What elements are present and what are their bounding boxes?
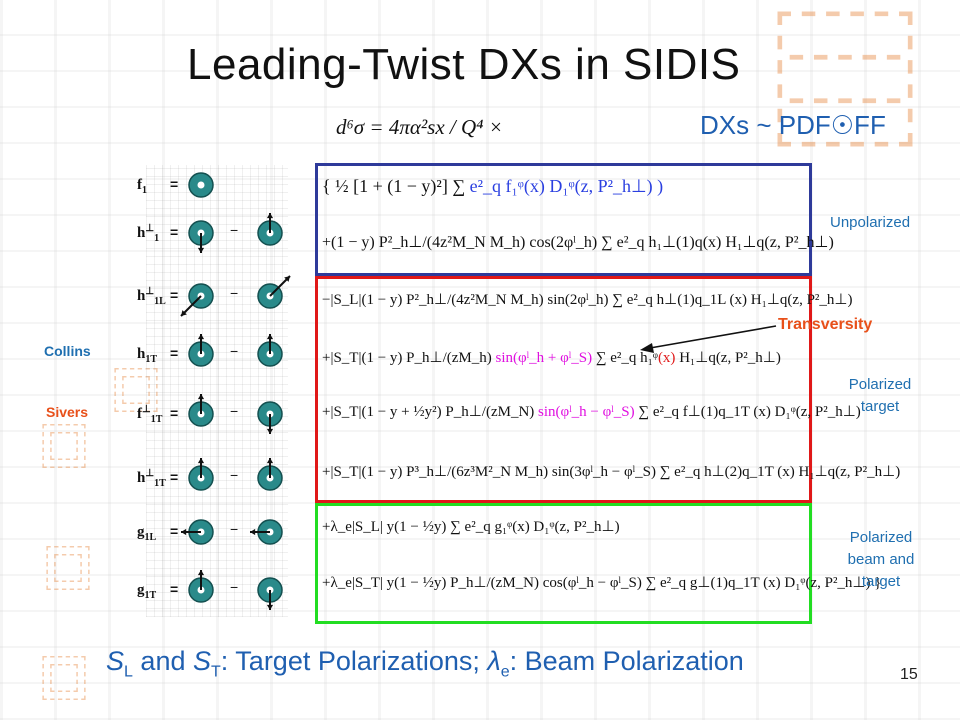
unpolarized-label: Unpolarized [830, 214, 911, 231]
spin-diagram-left-1 [188, 220, 214, 253]
distribution-function-label: h1T [137, 346, 158, 365]
minus-sign: − [230, 343, 239, 359]
distribution-function-label: h⊥1L [137, 286, 166, 307]
calligraphy-stamp-left-3: ⿴ [44, 542, 93, 598]
transversity-x: (x) [657, 350, 676, 366]
collins-label: Collins [44, 343, 91, 359]
spin-diagram-right-2 [257, 275, 291, 309]
equation-beam-1: +λ_e|S_L| y(1 − ½y) ∑ e²_q g₁ᵠ(x) D₁ᵠ(z,… [322, 519, 620, 535]
spin-diagram-right-4 [257, 401, 283, 434]
equation-polarized-1: −|S_L|(1 − y) P²_h⊥/(4z²M_N M_h) sin(2φˡ… [322, 292, 853, 308]
calligraphy-stamp-left-1: ⿴ [112, 364, 161, 420]
minus-sign: − [230, 579, 239, 595]
cross-section-formula: d⁶σ = 4πα²sx / Q⁴ × [336, 115, 503, 139]
equals-sign: = [170, 405, 179, 421]
spin-diagram-right-6 [250, 519, 283, 545]
equation-beam-2: +λ_e|S_T| y(1 − ½y) P_h⊥/(zM_N) cos(φˡ_h… [322, 575, 882, 591]
slide-subtitle: DXs ~ PDF☉FF [700, 110, 886, 140]
equals-sign: = [170, 176, 179, 192]
calligraphy-stamp-left-4: ⿴ [40, 652, 89, 708]
equals-sign: = [170, 581, 179, 597]
equation-polarized-2: +|S_T|(1 − y) P_h⊥/(zM_h) sin(φˡ_h + φˡ_… [322, 350, 781, 366]
equals-sign: = [170, 469, 179, 485]
sivers-label: Sivers [46, 404, 89, 420]
equation-polarized-3: +|S_T|(1 − y + ½y²) P_h⊥/(zM_N) sin(φˡ_h… [322, 404, 861, 420]
sivers-angle-term: sin(φˡ_h − φˡ_S) [538, 404, 635, 420]
spin-diagram-left-7 [188, 570, 214, 603]
equals-sign: = [170, 523, 179, 539]
collins-angle-term: sin(φˡ_h + φˡ_S) [495, 350, 593, 366]
distribution-function-label: f1 [137, 177, 147, 196]
f1-term: e²_q f₁ᵠ(x) D₁ᵠ(z, P²_h⊥) ) [465, 176, 664, 196]
polarization-legend: SL and ST: Target Polarizations; λe: Bea… [106, 646, 744, 681]
equals-sign: = [170, 345, 179, 361]
minus-sign: − [230, 222, 239, 238]
minus-sign: − [230, 467, 239, 483]
spin-diagram-left-6 [181, 519, 214, 545]
spin-diagram-left-4 [188, 394, 214, 427]
polarized-beam-target-box [315, 503, 812, 624]
distribution-function-label: f⊥1T [137, 404, 163, 425]
minus-sign: − [230, 403, 239, 419]
polarized-target-box [315, 276, 812, 503]
page-number: 15 [900, 666, 918, 683]
distribution-function-label: h⊥1T [137, 468, 166, 489]
spin-diagram-left-5 [188, 458, 214, 491]
transversity-label: Transversity [778, 316, 873, 333]
distribution-function-label: h⊥1 [137, 223, 160, 244]
distribution-function-label: g1L [137, 524, 157, 543]
unpolarized-box [315, 163, 812, 276]
calligraphy-decoration-right: ⿳ [770, 0, 921, 172]
spin-diagram-left-2 [180, 283, 214, 317]
equation-unpolarized-1: { ½ [1 + (1 − y)²] ∑ e²_q f₁ᵠ(x) D₁ᵠ(z, … [322, 176, 664, 196]
spin-diagram-right-7 [257, 577, 283, 610]
spin-diagram-right-1 [257, 213, 283, 246]
spin-diagram-left-0 [188, 172, 214, 198]
spin-diagram-right-5 [257, 458, 283, 491]
minus-sign: − [230, 285, 239, 301]
distribution-function-label: g1T [137, 582, 157, 601]
spin-diagram-right-3 [257, 334, 283, 367]
spin-diagram-left-3 [188, 334, 214, 367]
equals-sign: = [170, 287, 179, 303]
equals-sign: = [170, 224, 179, 240]
slide-title: Leading-Twist DXs in SIDIS [187, 40, 741, 89]
minus-sign: − [230, 521, 239, 537]
calligraphy-stamp-left-2: ⿴ [40, 420, 89, 476]
equation-polarized-4: +|S_T|(1 − y) P³_h⊥/(6z³M²_N M_h) sin(3φ… [322, 464, 901, 480]
equation-unpolarized-2: +(1 − y) P²_h⊥/(4z²M_N M_h) cos(2φˡ_h) ∑… [322, 234, 834, 251]
